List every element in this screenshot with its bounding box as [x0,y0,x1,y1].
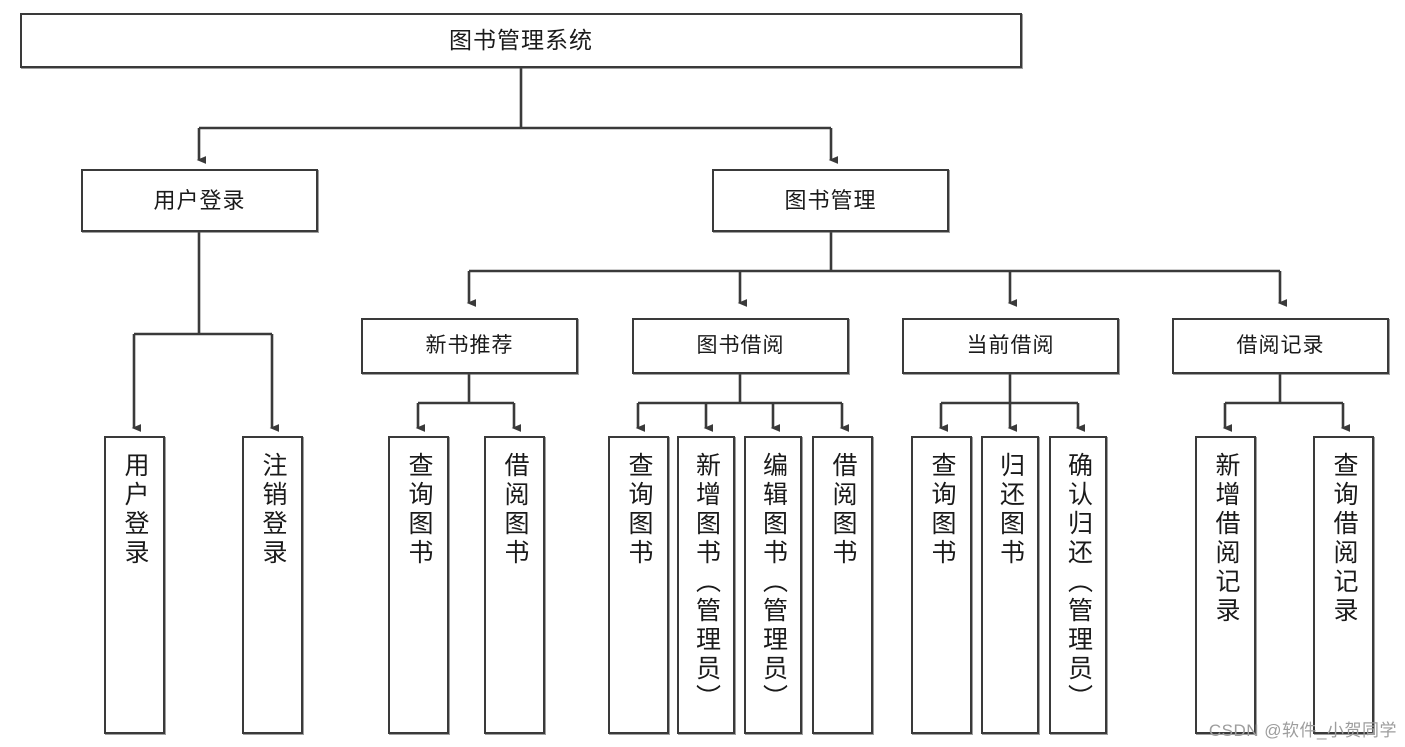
node-root[interactable]: 图书管理系统 [20,13,1022,68]
node-new-book-recommend-label: 新书推荐 [425,333,514,357]
leaf-confirm-return-admin[interactable]: 确认归还（管理员） [1049,436,1107,734]
node-current-borrow[interactable]: 当前借阅 [902,318,1119,374]
leaf-query-book-current[interactable]: 查询图书 [911,436,972,734]
leaf-add-book-admin-label: 新增图书（管理员） [692,452,721,713]
leaf-edit-book-admin[interactable]: 编辑图书（管理员） [744,436,802,734]
node-root-label: 图书管理系统 [449,26,593,53]
node-book-management[interactable]: 图书管理 [712,169,949,232]
leaf-query-book-recommend[interactable]: 查询图书 [388,436,449,734]
leaf-return-book-label: 归还图书 [996,452,1025,568]
leaf-add-borrow-record-label: 新增借阅记录 [1212,452,1240,626]
leaf-logout-label: 注销登录 [259,452,287,568]
leaf-confirm-return-admin-label: 确认归还（管理员） [1064,452,1093,713]
leaf-return-book[interactable]: 归还图书 [981,436,1039,734]
leaf-add-borrow-record[interactable]: 新增借阅记录 [1195,436,1256,734]
node-book-management-label: 图书管理 [784,187,877,213]
leaf-query-borrow-record-label: 查询借阅记录 [1330,452,1358,626]
node-user-login-label: 用户登录 [153,187,246,213]
node-user-login[interactable]: 用户登录 [81,169,318,232]
leaf-logout[interactable]: 注销登录 [242,436,303,734]
node-book-borrow-label: 图书借阅 [696,333,785,357]
node-book-borrow[interactable]: 图书借阅 [632,318,849,374]
leaf-edit-book-admin-label: 编辑图书（管理员） [759,452,788,713]
node-borrow-records-label: 借阅记录 [1236,333,1325,357]
leaf-borrow-book-borrow[interactable]: 借阅图书 [812,436,873,734]
leaf-add-book-admin[interactable]: 新增图书（管理员） [677,436,735,734]
node-current-borrow-label: 当前借阅 [966,333,1055,357]
leaf-query-book-borrow-label: 查询图书 [625,452,653,568]
leaf-user-login-label: 用户登录 [121,452,149,568]
leaf-query-book-recommend-label: 查询图书 [405,452,433,568]
leaf-borrow-book-borrow-label: 借阅图书 [829,452,857,568]
node-new-book-recommend[interactable]: 新书推荐 [361,318,578,374]
leaf-query-book-borrow[interactable]: 查询图书 [608,436,669,734]
leaf-query-book-current-label: 查询图书 [928,452,956,568]
leaf-borrow-book-recommend-label: 借阅图书 [501,452,529,568]
node-borrow-records[interactable]: 借阅记录 [1172,318,1389,374]
leaf-query-borrow-record[interactable]: 查询借阅记录 [1313,436,1374,734]
leaf-user-login[interactable]: 用户登录 [104,436,165,734]
leaf-borrow-book-recommend[interactable]: 借阅图书 [484,436,545,734]
